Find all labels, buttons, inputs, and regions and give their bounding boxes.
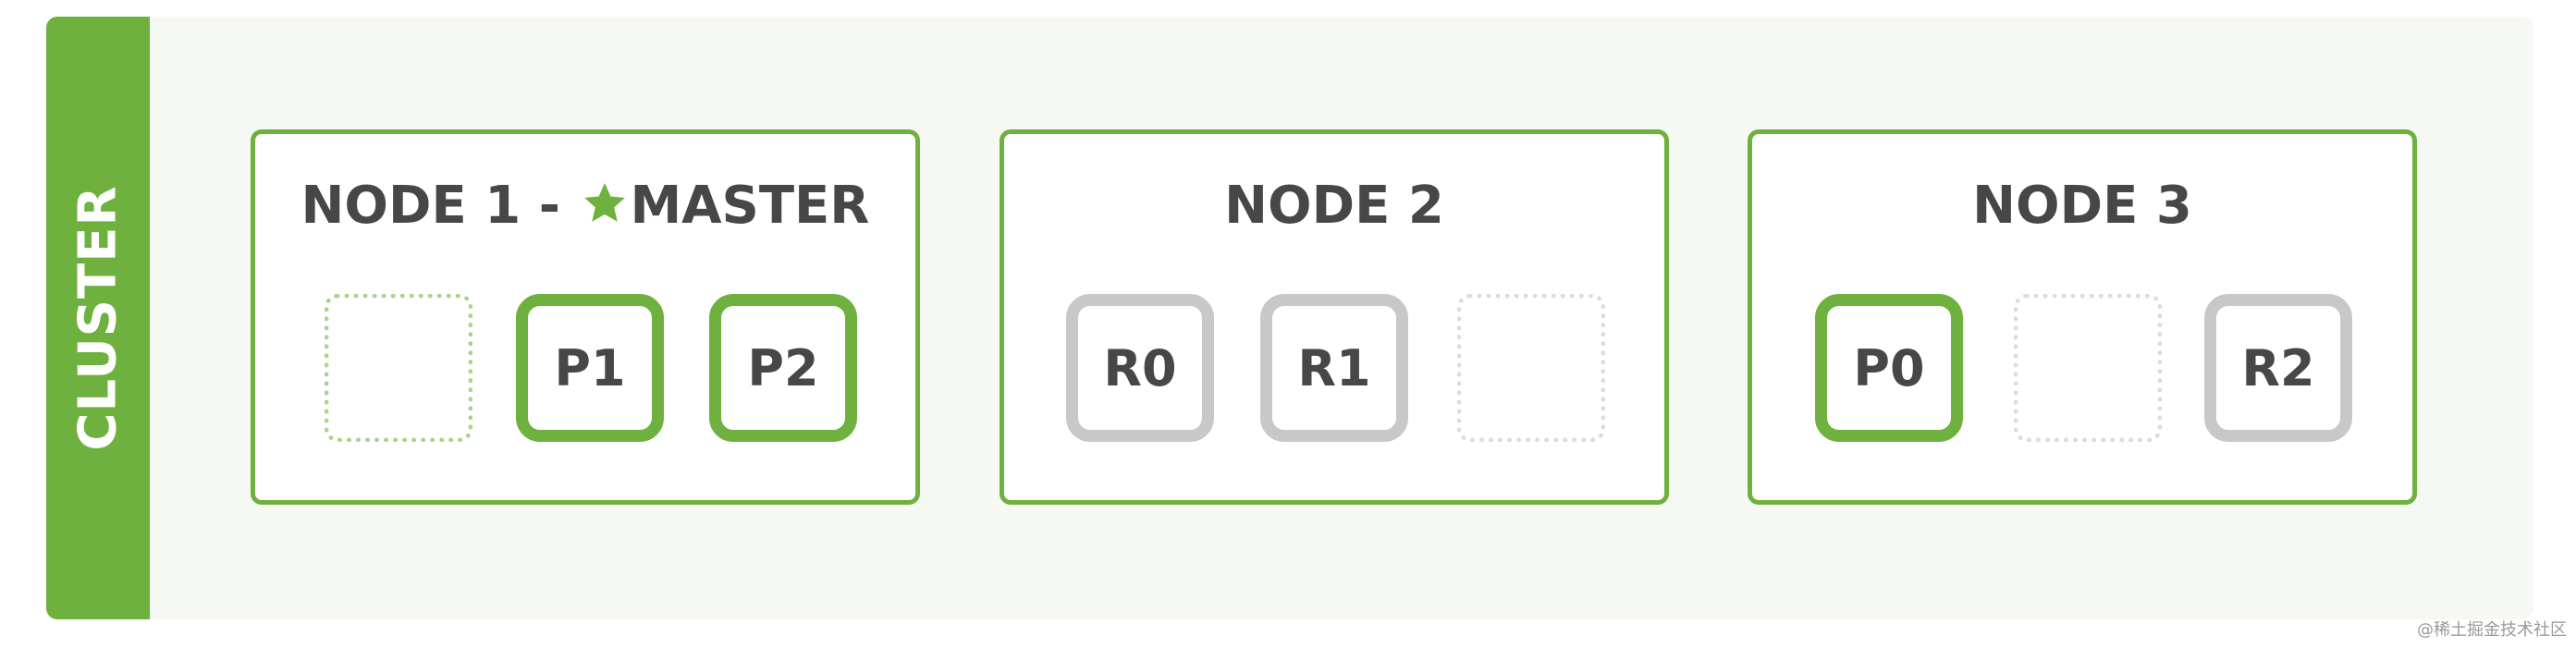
empty-shard-slot xyxy=(325,294,472,442)
empty-shard-slot xyxy=(1457,294,1605,442)
cluster-label: CLUSTER xyxy=(67,185,129,451)
node-2: NODE 2 R0 R1 xyxy=(1000,129,1669,505)
node-3-title: NODE 3 xyxy=(1972,176,2192,236)
primary-shard-p2: P2 xyxy=(709,294,857,442)
watermark: @稀土掘金技术社区 xyxy=(2417,620,2567,640)
primary-shard-p1: P1 xyxy=(516,294,664,442)
node-1-title-master: MASTER xyxy=(630,176,870,236)
node-2-title: NODE 2 xyxy=(1224,176,1444,236)
primary-shard-p0: P0 xyxy=(1815,294,1963,442)
replica-shard-r0: R0 xyxy=(1066,294,1214,442)
replica-shard-r2: R2 xyxy=(2204,294,2352,442)
cluster-sidebar xyxy=(46,17,150,619)
empty-shard-slot xyxy=(2014,294,2162,442)
replica-shard-r1: R1 xyxy=(1260,294,1408,442)
node-1-title-prefix: NODE 1 - xyxy=(301,176,579,236)
node-3: NODE 3 P0 R2 xyxy=(1748,129,2417,505)
node-1: NODE 1 - MASTER P1 P2 xyxy=(251,129,920,505)
star-icon xyxy=(584,183,626,222)
node-1-title: NODE 1 - MASTER xyxy=(255,180,915,232)
